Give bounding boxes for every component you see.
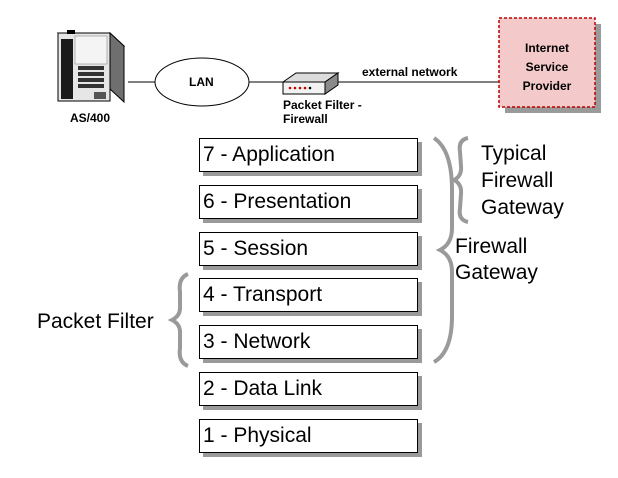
lan-ellipse — [154, 57, 250, 107]
server-label: AS/400 — [70, 111, 111, 125]
layer-1-physical: 1 - Physical — [199, 419, 418, 453]
typical-gateway-label-line2: Firewall — [481, 169, 554, 192]
typical-gateway-label-line3: Gateway — [481, 196, 564, 219]
layer-3-network: 3 - Network — [199, 325, 418, 359]
firewall-gateway-brace — [432, 136, 454, 364]
layer-4-transport: 4 - Transport — [199, 278, 418, 312]
typical-gateway-label-line1: Typical — [481, 142, 547, 165]
firewall-gateway-label-line2: Gateway — [455, 261, 538, 284]
packet-filter-device-icon — [281, 72, 340, 95]
packet-filter-label-line2: Firewall — [283, 112, 328, 126]
layer-2-data-link: 2 - Data Link — [199, 372, 418, 406]
layer-6-presentation: 6 - Presentation — [199, 185, 418, 219]
packet-filter-brace — [167, 272, 189, 368]
packet-filter-label-line1: Packet Filter - — [283, 98, 362, 112]
isp-box — [498, 17, 596, 108]
isp-label-line1: Internet — [524, 41, 569, 55]
layer-5-session: 5 - Session — [199, 232, 418, 266]
packet-filter-annotation: Packet Filter — [37, 310, 154, 333]
as400-server-icon — [56, 30, 126, 104]
typical-firewall-gateway-brace — [449, 136, 469, 224]
external-network-label: external network — [362, 65, 458, 79]
firewall-gateway-label-line1: Firewall — [455, 235, 528, 258]
isp-label-line3: Provider — [522, 79, 572, 93]
lan-label: LAN — [189, 75, 214, 89]
layer-7-application: 7 - Application — [199, 138, 418, 172]
isp-label-line2: Service — [525, 60, 569, 74]
